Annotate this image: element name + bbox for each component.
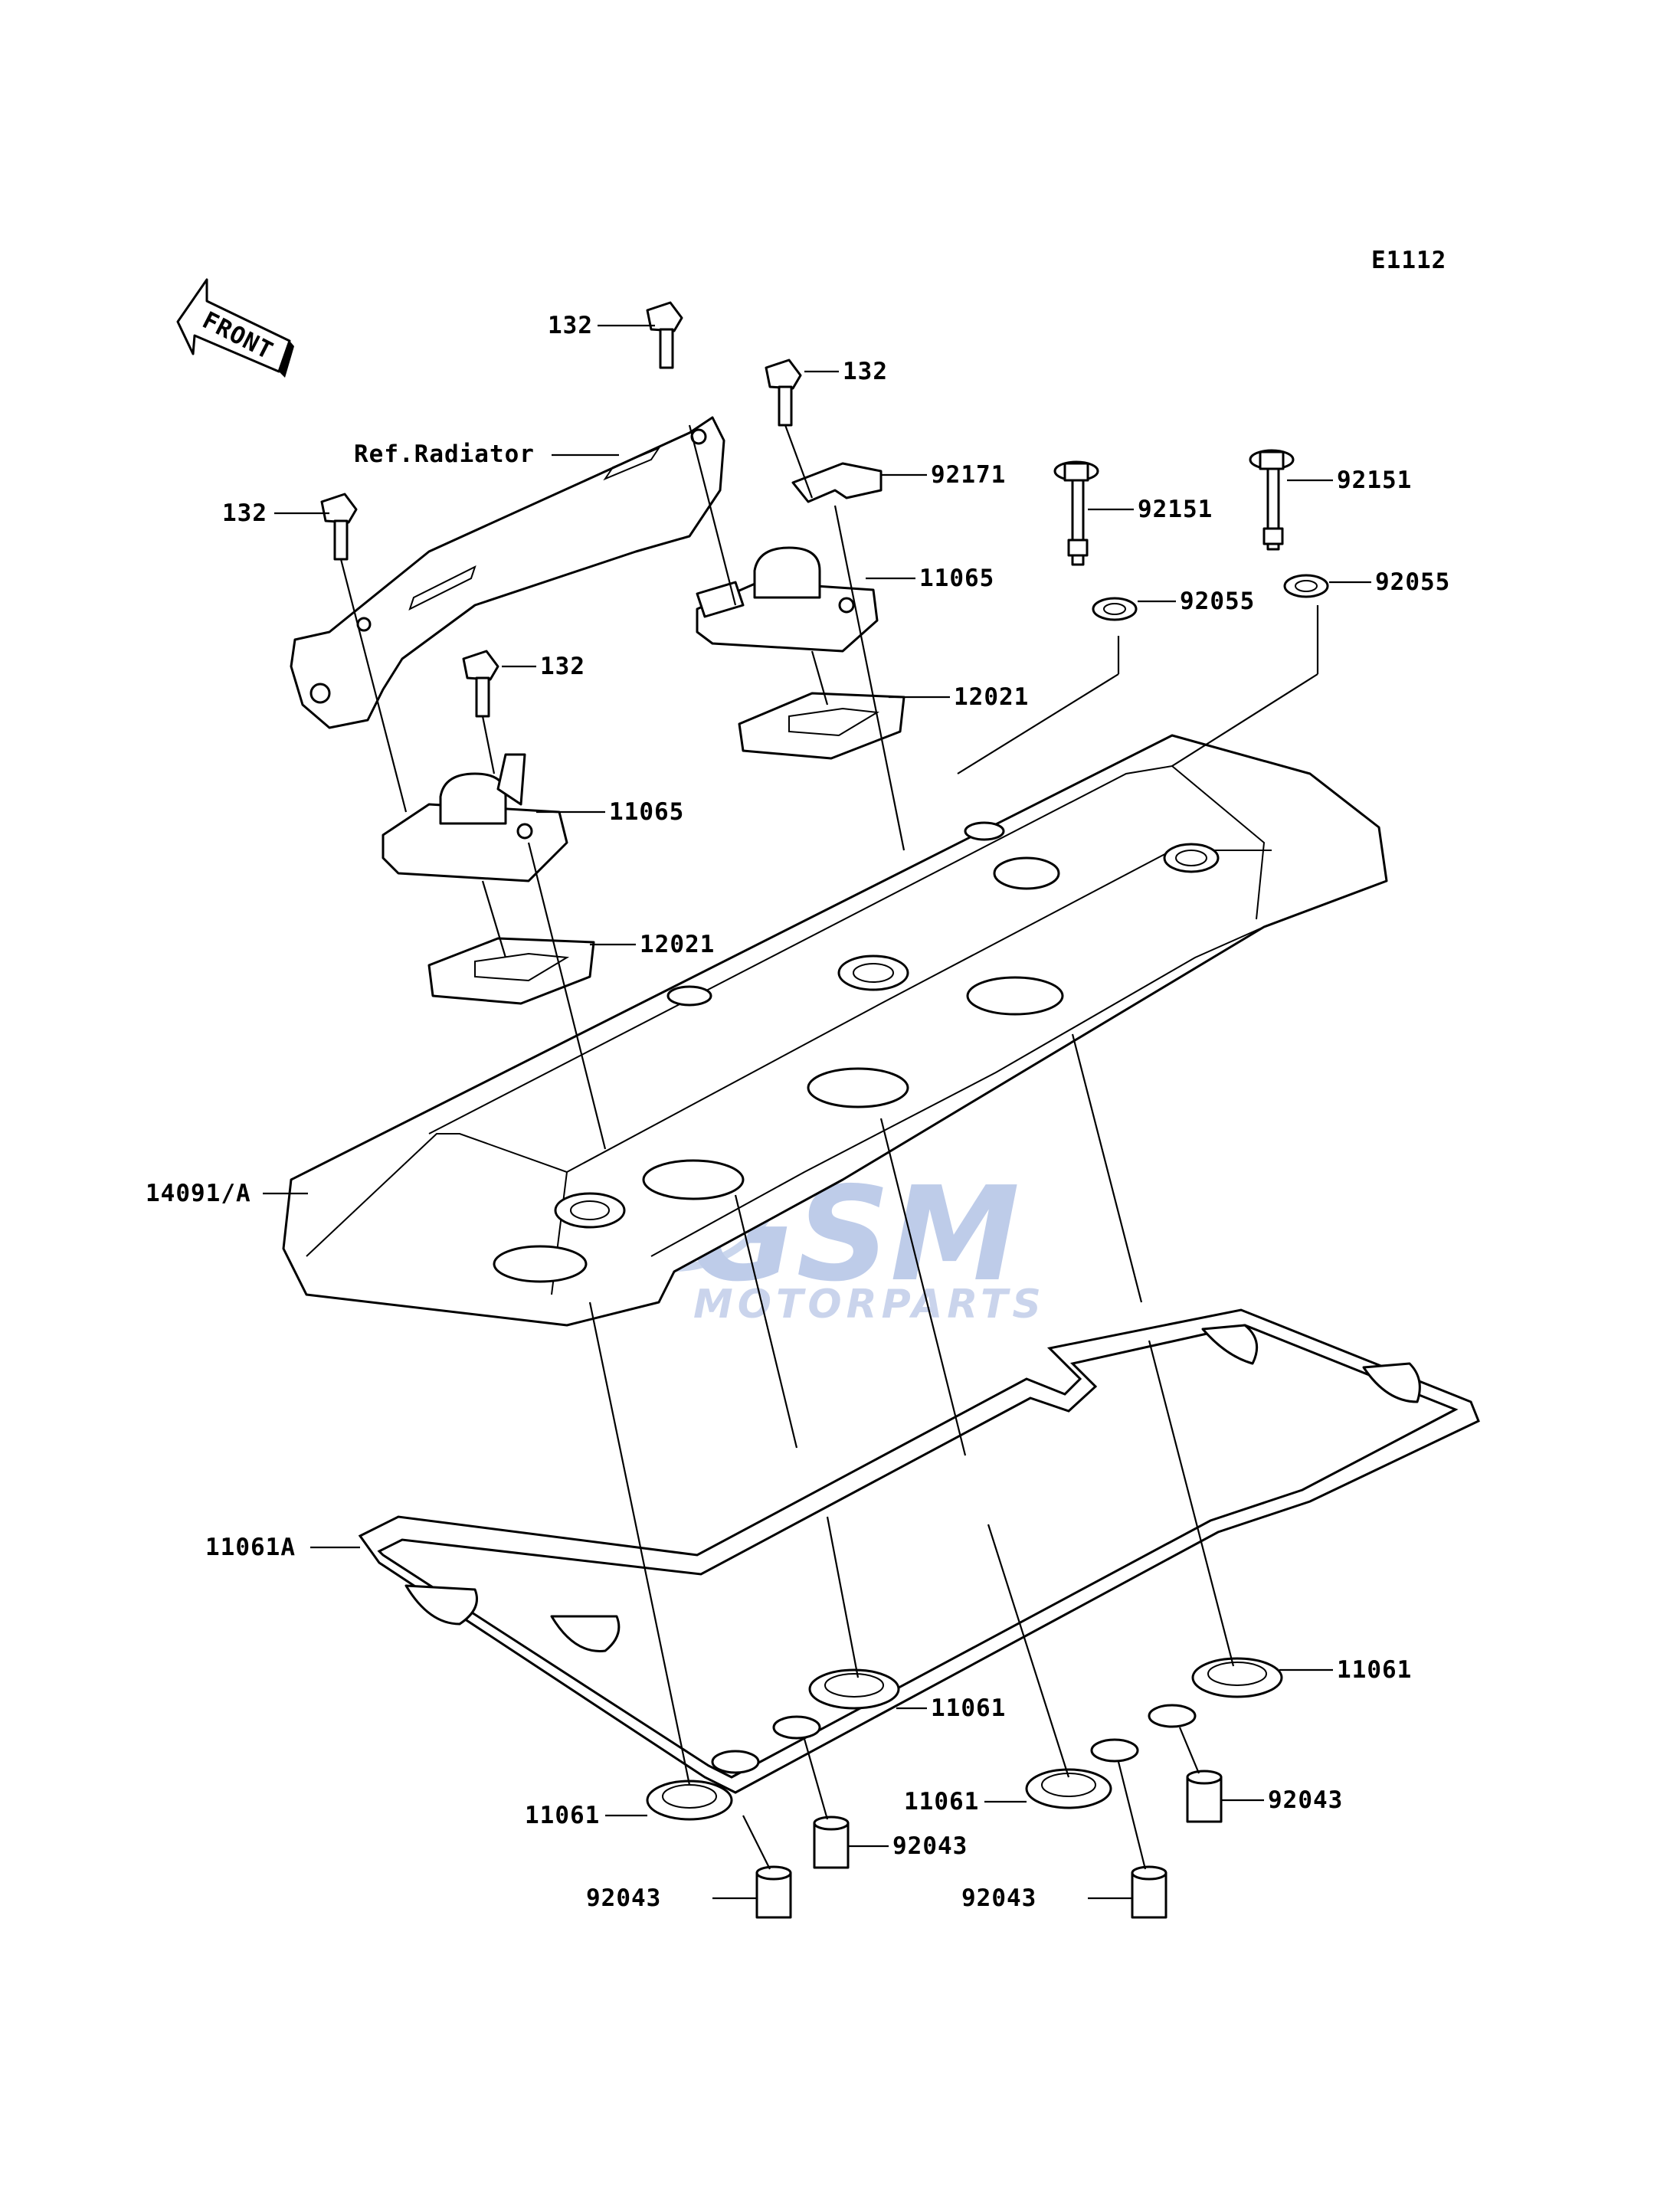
washer-92055-b <box>1283 574 1329 598</box>
callout-11061-d: 11061 <box>1337 1656 1412 1684</box>
washer-92055-a <box>1092 597 1138 621</box>
bolt-92151-b <box>1249 449 1295 551</box>
callout-92043-d: 92043 <box>1268 1786 1343 1814</box>
callout-132-b: 132 <box>843 358 888 385</box>
callout-92043-b: 92043 <box>892 1832 968 1860</box>
plug-seal-c <box>1025 1738 1139 1809</box>
radiator-bracket <box>290 416 725 729</box>
callout-132-d: 132 <box>540 653 585 680</box>
callout-11061-b: 11061 <box>931 1694 1006 1722</box>
callout-92151-b: 92151 <box>1337 467 1412 494</box>
breather-cover-left <box>382 753 568 882</box>
collar-92043-c <box>1131 1865 1167 1919</box>
breather-cover-right <box>696 546 879 653</box>
collar-92043-d <box>1186 1770 1223 1823</box>
ref-radiator-label: Ref.Radiator <box>354 440 535 468</box>
callout-92151-a: 92151 <box>1138 496 1213 523</box>
callout-11065-b: 11065 <box>609 798 684 826</box>
callout-11061A: 11061A <box>205 1534 296 1561</box>
callout-11061-a: 11061 <box>525 1802 600 1829</box>
callout-92043-c: 92043 <box>961 1884 1036 1912</box>
cover-gasket <box>358 1308 1480 1794</box>
plug-seal-d <box>1148 1657 1283 1728</box>
callout-12021-b: 12021 <box>640 931 715 958</box>
callout-11061-c: 11061 <box>904 1788 979 1816</box>
callout-92055-a: 92055 <box>1180 588 1255 615</box>
collar-92043-b <box>813 1816 850 1869</box>
bolt-132-d <box>462 650 499 718</box>
bolt-132-b <box>765 359 802 427</box>
collar-92043-a <box>755 1865 792 1919</box>
callout-132-a: 132 <box>548 312 593 339</box>
callout-12021-a: 12021 <box>954 683 1029 711</box>
front-arrow-icon: FRONT <box>176 278 294 378</box>
reed-valve-right <box>738 692 905 760</box>
bolt-92151-a <box>1053 460 1099 566</box>
clamp-92171 <box>791 462 883 503</box>
reed-valve-left <box>427 937 595 1005</box>
callout-132-c: 132 <box>222 499 267 527</box>
bolt-132-a <box>646 301 683 369</box>
callout-92171: 92171 <box>931 461 1006 489</box>
assembly-guides <box>339 424 1319 1870</box>
bolt-132-c <box>320 493 358 561</box>
callout-11065-a: 11065 <box>919 565 994 592</box>
plug-seal-b <box>772 1668 900 1740</box>
cylinder-head-cover <box>282 734 1388 1327</box>
watermark-sub: MOTORPARTS <box>693 1282 1046 1328</box>
callout-14091: 14091/A <box>146 1180 251 1207</box>
diagram-code: E1112 <box>1371 247 1446 274</box>
callout-92055-b: 92055 <box>1375 568 1450 596</box>
callout-92043-a: 92043 <box>586 1884 661 1912</box>
leader-lines <box>263 324 1371 1900</box>
